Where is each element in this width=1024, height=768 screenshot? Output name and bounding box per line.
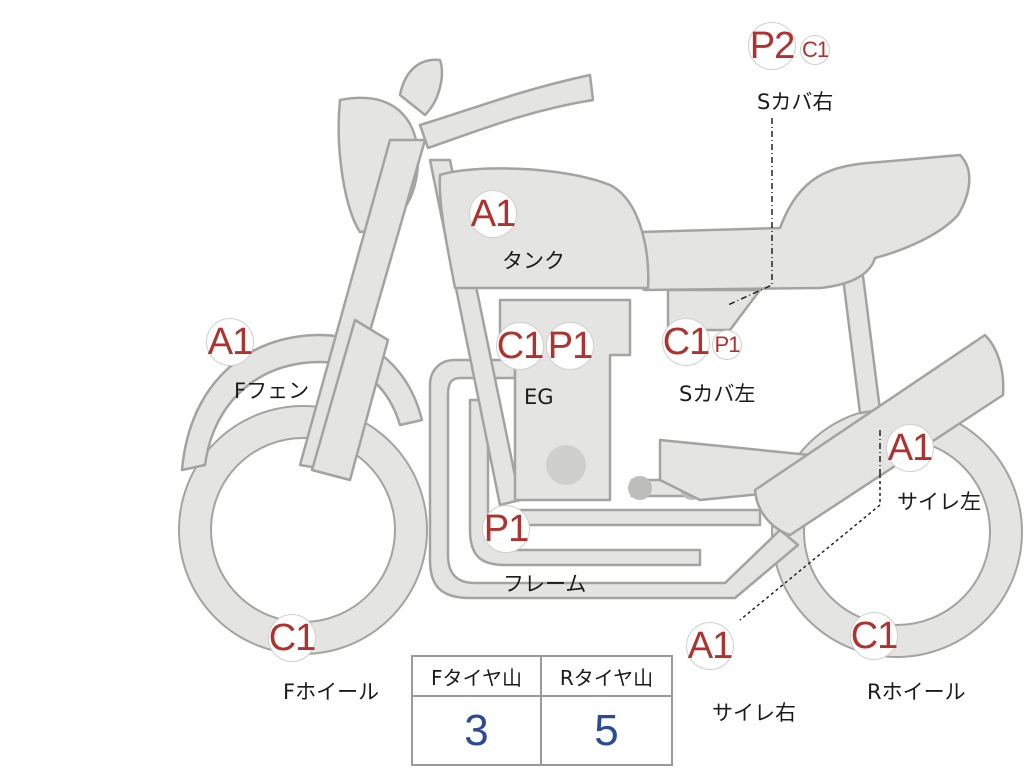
fork-lower [310, 318, 390, 482]
front-tire-header: Fタイヤ山 [413, 657, 542, 697]
frame-label: フレーム [503, 572, 587, 596]
engine-label: EG [524, 385, 554, 409]
engine-badge-c1: C1 [496, 322, 544, 370]
rear-shock [840, 266, 882, 415]
side-cover-left-label: Sカバ左 [679, 382, 756, 406]
frame-badge-p1: P1 [482, 505, 530, 553]
side-cover-right-badge-c1: C1 [800, 35, 830, 65]
side-cover-left-badge-c1: C1 [662, 318, 710, 366]
handlebar [418, 73, 595, 150]
muffler-right-badge-a1: A1 [686, 622, 734, 670]
rear-tire-value: 5 [594, 705, 619, 755]
rear-wheel-label: Rホイール [867, 680, 966, 704]
leader-line-muffler-right [739, 475, 881, 621]
front-fender-badge-a1: A1 [206, 318, 254, 366]
frame-rail [513, 508, 762, 527]
frame [428, 358, 800, 600]
rear-wheel-badge-c1: C1 [850, 612, 898, 660]
muffler-left-badge-a1: A1 [886, 424, 934, 472]
seat [634, 153, 971, 292]
front-tire-value: 3 [413, 697, 542, 764]
tire-tread-table: Fタイヤ山 Rタイヤ山 3 5 [411, 655, 673, 766]
tank-badge-a1: A1 [469, 190, 517, 238]
leader-line-side-cover-right [727, 118, 773, 306]
side-cover-right-label: Sカバ右 [757, 90, 834, 114]
tank-label: タンク [502, 249, 565, 273]
rear-tire-header: Rタイヤ山 [542, 657, 671, 697]
side-cover-right-badge-p2: P2 [748, 22, 796, 70]
front-wheel-label: Fホイール [283, 680, 380, 704]
handlebar-grip [398, 58, 444, 117]
engine-badge-p1: P1 [546, 322, 594, 370]
front-fender-label: Fフェン [234, 379, 310, 403]
side-cover-left-badge-p1: P1 [712, 330, 742, 360]
muffler-left-label: サイレ左 [897, 490, 981, 514]
muffler-right-label: サイレ右 [712, 701, 796, 725]
muffler-left [753, 333, 1005, 537]
front-wheel-badge-c1: C1 [268, 614, 316, 662]
